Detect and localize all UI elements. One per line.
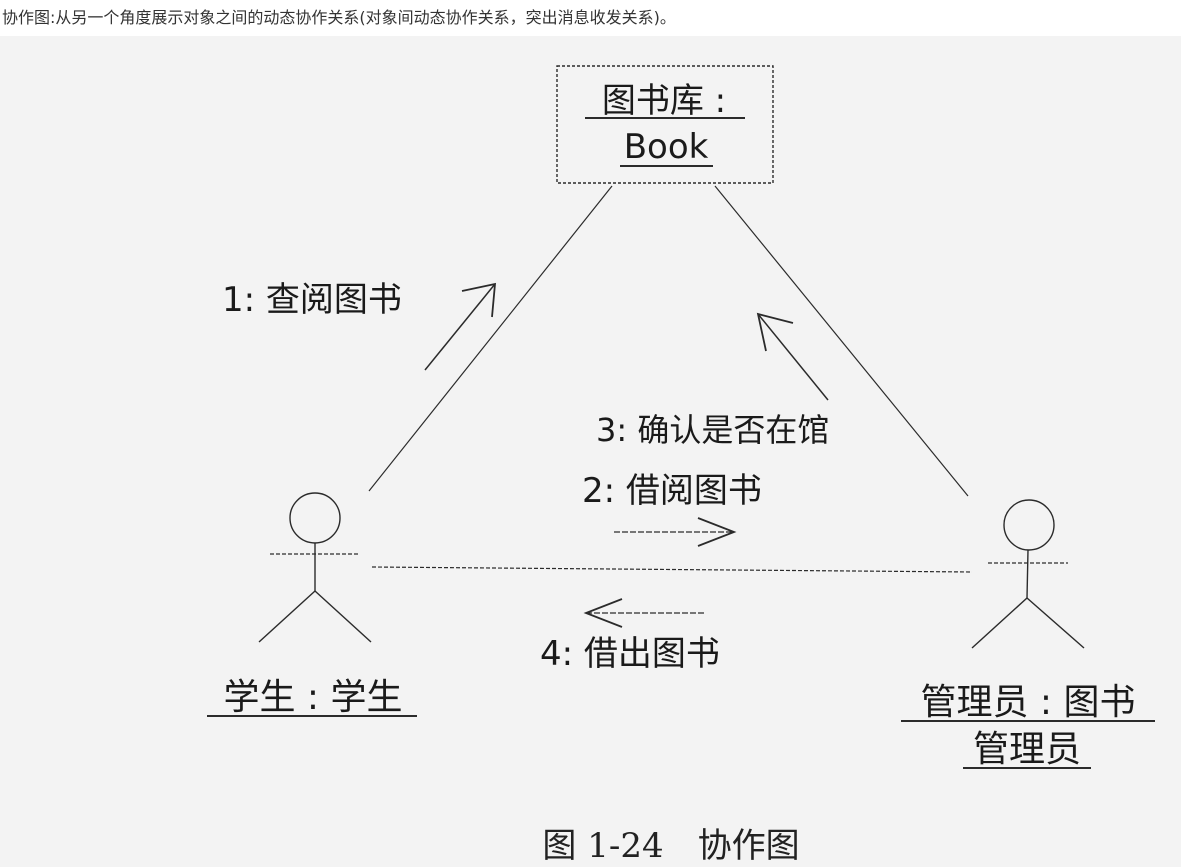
admin-actor-left-leg (971, 597, 1028, 649)
message-4: 4: 借出图书 (540, 598, 720, 674)
message-3: 3: 确认是否在馆 (596, 312, 829, 449)
admin-actor-head (1003, 499, 1055, 551)
message-1: 1: 查阅图书 (222, 280, 497, 371)
book-object-class: Book (624, 127, 709, 167)
student-actor-head (289, 492, 341, 544)
link-student-admin (371, 566, 973, 573)
message-2-arrowhead (697, 517, 737, 547)
message-1-arrow-shaft (424, 283, 496, 371)
message-2-label: 2: 借阅图书 (582, 471, 762, 511)
collaboration-diagram: 图书库 : Book 学生 : 学生 管理员 : 图书 (207, 65, 1155, 866)
student-actor: 学生 : 学生 (207, 492, 417, 718)
student-actor-right-leg (314, 590, 372, 643)
admin-actor-body (1026, 549, 1029, 599)
collaboration-diagram-figure: 图书库 : Book 学生 : 学生 管理员 : 图书 (0, 36, 1181, 867)
message-3-arrow-shaft (757, 313, 829, 401)
message-4-label: 4: 借出图书 (540, 634, 720, 674)
admin-actor-label-line2: 管理员 (973, 729, 1081, 770)
message-4-arrowhead (583, 598, 623, 628)
figure-caption: 图 1-24 协作图 (542, 826, 799, 866)
intro-text: 协作图:从另一个角度展示对象之间的动态协作关系(对象间动态协作关系，突出消息收发… (2, 8, 676, 27)
message-3-arrowhead (756, 312, 794, 352)
message-1-arrowhead (461, 282, 497, 318)
link-admin-book (714, 185, 969, 497)
admin-actor: 管理员 : 图书 管理员 (901, 499, 1155, 770)
link-student-book (368, 185, 613, 492)
message-3-label: 3: 确认是否在馆 (596, 411, 829, 449)
admin-actor-label-line1: 管理员 : 图书 (920, 682, 1135, 723)
admin-actor-right-leg (1026, 597, 1085, 649)
book-object-box (556, 65, 774, 184)
book-object-name: 图书库 : (602, 81, 726, 121)
message-2: 2: 借阅图书 (582, 471, 762, 547)
book-object: 图书库 : Book (556, 65, 774, 184)
student-actor-left-leg (258, 590, 316, 643)
student-actor-label: 学生 : 学生 (223, 677, 402, 718)
message-1-label: 1: 查阅图书 (222, 280, 402, 320)
